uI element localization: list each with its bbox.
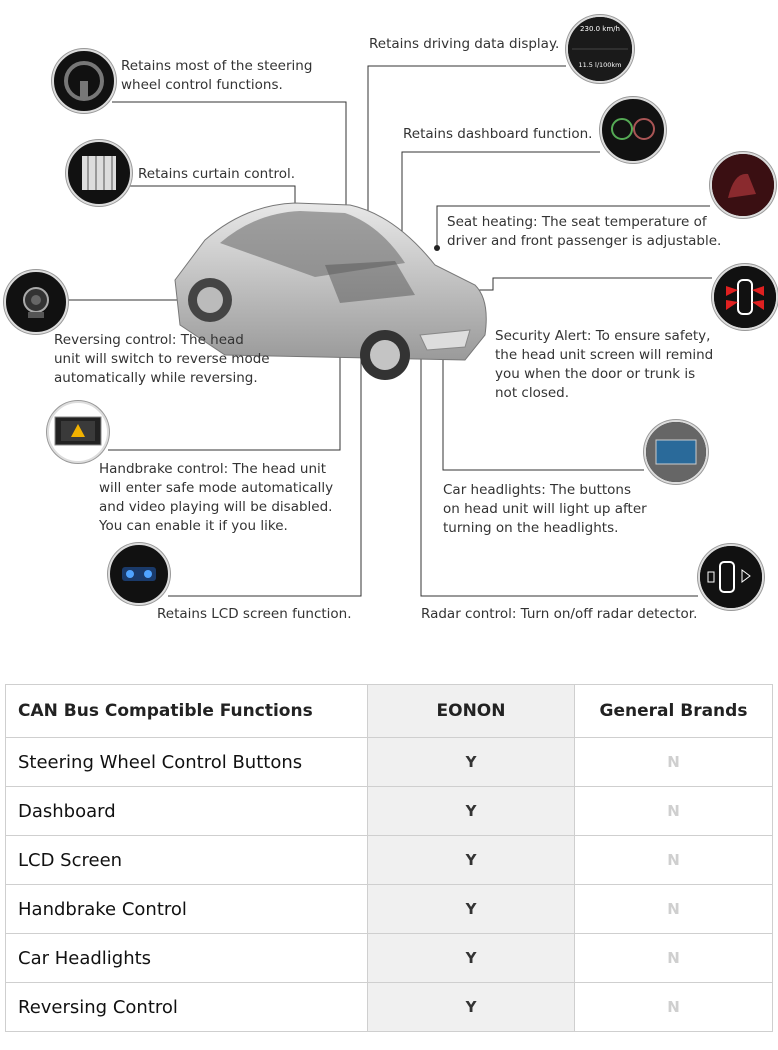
handbrake-head-unit-icon bbox=[47, 401, 109, 463]
reverse-camera-icon bbox=[4, 270, 68, 334]
row-eonon: Y bbox=[367, 835, 575, 885]
car-illustration bbox=[165, 185, 495, 390]
row-function: Reversing Control bbox=[5, 982, 368, 1032]
seat-heating-icon bbox=[710, 152, 776, 218]
comparison-table: CAN Bus Compatible Functions EONON Gener… bbox=[5, 684, 773, 1032]
table-header-row: CAN Bus Compatible Functions EONON Gener… bbox=[5, 684, 773, 738]
callout-driving-data: Retains driving data display. bbox=[369, 36, 560, 52]
table-row: Handbrake Control Y N bbox=[5, 884, 773, 934]
row-general: N bbox=[574, 835, 773, 885]
curtain-icon bbox=[66, 140, 132, 206]
row-eonon: Y bbox=[367, 884, 575, 934]
table-row: Steering Wheel Control Buttons Y N bbox=[5, 737, 773, 787]
row-function: Dashboard bbox=[5, 786, 368, 836]
row-general: N bbox=[574, 737, 773, 787]
row-eonon: Y bbox=[367, 933, 575, 983]
callout-lcd: Retains LCD screen function. bbox=[157, 606, 352, 622]
row-general: N bbox=[574, 884, 773, 934]
table-row: LCD Screen Y N bbox=[5, 835, 773, 885]
table-row: Reversing Control Y N bbox=[5, 982, 773, 1032]
row-general: N bbox=[574, 786, 773, 836]
row-eonon: Y bbox=[367, 737, 575, 787]
dashboard-gauge-icon bbox=[600, 97, 666, 163]
header-functions: CAN Bus Compatible Functions bbox=[5, 684, 368, 738]
callout-curtain: Retains curtain control. bbox=[138, 166, 296, 182]
row-eonon: Y bbox=[367, 982, 575, 1032]
speed-readout: 230.0 km/h bbox=[580, 25, 620, 33]
row-eonon: Y bbox=[367, 786, 575, 836]
steering-wheel-icon bbox=[52, 49, 116, 113]
row-function: Car Headlights bbox=[5, 933, 368, 983]
row-function: LCD Screen bbox=[5, 835, 368, 885]
radar-icon bbox=[698, 544, 764, 610]
can-bus-diagram: 230.0 km/h 11.5 l/100km Retains most of … bbox=[4, 15, 778, 622]
consumption-readout: 11.5 l/100km bbox=[578, 61, 621, 69]
row-general: N bbox=[574, 982, 773, 1032]
table-row: Dashboard Y N bbox=[5, 786, 773, 836]
row-general: N bbox=[574, 933, 773, 983]
callout-security: Security Alert: To ensure safety,the hea… bbox=[495, 328, 714, 401]
header-eonon: EONON bbox=[367, 684, 575, 738]
row-function: Handbrake Control bbox=[5, 884, 368, 934]
table-row: Car Headlights Y N bbox=[5, 933, 773, 983]
lcd-screen-icon bbox=[108, 543, 170, 605]
row-function: Steering Wheel Control Buttons bbox=[5, 737, 368, 787]
header-general-brands: General Brands bbox=[574, 684, 773, 738]
door-alert-icon bbox=[712, 264, 778, 330]
callout-dashboard: Retains dashboard function. bbox=[403, 126, 593, 142]
headlights-head-unit-icon bbox=[644, 420, 708, 484]
driving-data-icon: 230.0 km/h 11.5 l/100km bbox=[566, 15, 634, 83]
callout-radar: Radar control: Turn on/off radar detecto… bbox=[421, 606, 698, 622]
